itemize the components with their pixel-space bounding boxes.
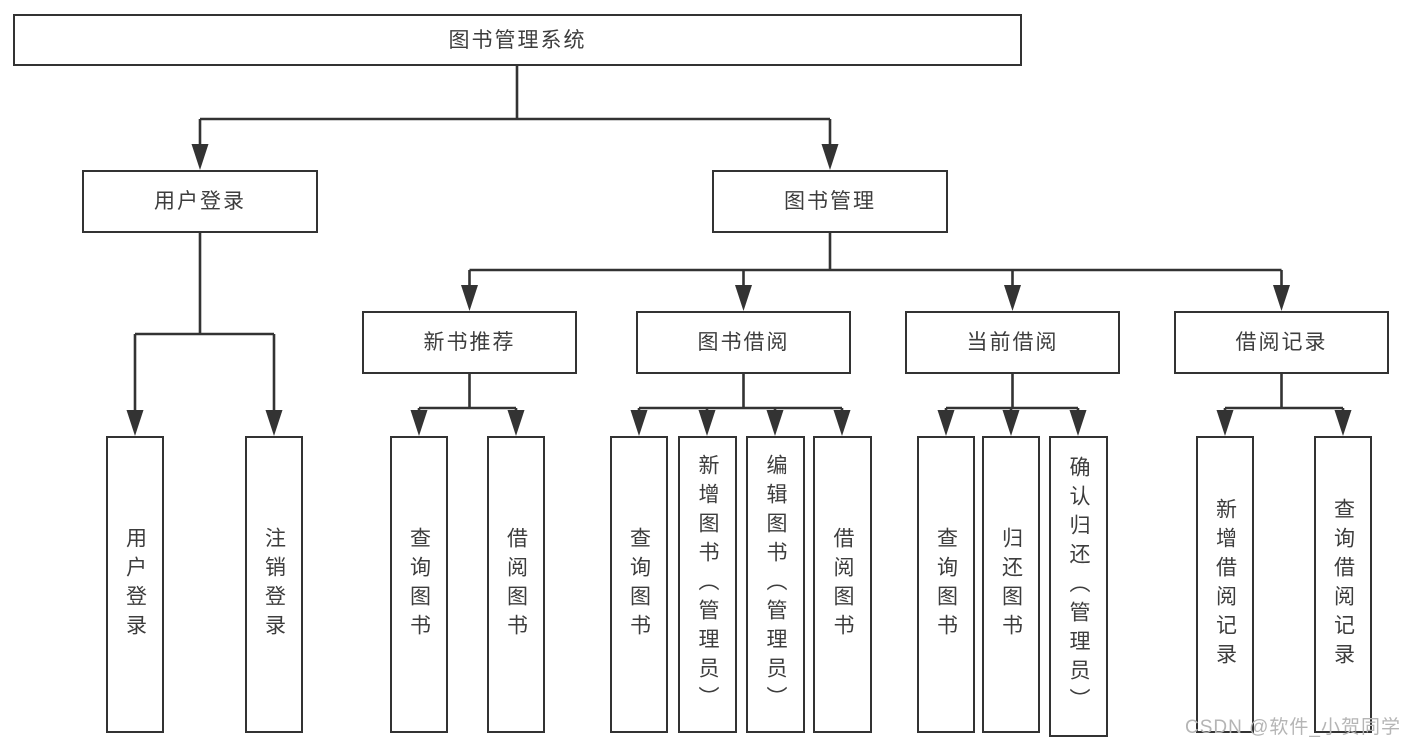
node-label: 注销登录	[262, 526, 286, 643]
arrow-down-icon	[126, 410, 144, 436]
node-borrowing-records: 借阅记录	[1174, 311, 1389, 374]
leaf-current-query-books: 查询图书	[917, 436, 975, 733]
node-label: 图书管理	[784, 190, 876, 213]
arrow-down-icon	[507, 410, 525, 436]
node-new-book-recommend: 新书推荐	[362, 311, 577, 374]
arrow-down-icon	[766, 410, 784, 436]
connector-book-mgmt-branch	[468, 233, 1283, 291]
connector-new-book-branch	[417, 374, 518, 416]
node-book-management: 图书管理	[712, 170, 948, 233]
node-label: 用户登录	[123, 526, 147, 643]
node-label: 当前借阅	[966, 331, 1059, 354]
node-book-borrowing: 图书借阅	[636, 311, 851, 374]
arrow-down-icon	[821, 144, 839, 170]
arrow-down-icon	[833, 410, 851, 436]
node-label: 查询借阅记录	[1331, 497, 1355, 672]
node-label: 新增借阅记录	[1213, 497, 1237, 672]
leaf-add-borrow-record: 新增借阅记录	[1196, 436, 1254, 733]
arrow-down-icon	[937, 410, 955, 436]
leaf-logout: 注销登录	[245, 436, 303, 733]
node-label: 图书管理系统	[448, 28, 587, 52]
node-label: 图书借阅	[697, 331, 790, 354]
leaf-newbook-query-books: 查询图书	[390, 436, 448, 733]
leaf-confirm-return-admin: 确认归还（管理员）	[1049, 436, 1108, 737]
node-label: 查询图书	[627, 526, 651, 643]
arrow-down-icon	[1004, 285, 1021, 311]
arrow-down-icon	[410, 410, 428, 436]
connector-user-login-branch	[133, 233, 276, 416]
leaf-newbook-borrow-books: 借阅图书	[487, 436, 545, 733]
node-label: 归还图书	[999, 526, 1023, 643]
node-label: 借阅记录	[1235, 331, 1328, 354]
node-label: 确认归还（管理员）	[1067, 456, 1090, 717]
csdn-watermark: CSDN @软件_小贺同学	[1185, 717, 1401, 738]
arrow-down-icon	[191, 144, 209, 170]
connector-book-borrow-branch	[637, 374, 844, 416]
node-label: 借阅图书	[504, 526, 528, 643]
connector-lines	[133, 66, 1345, 416]
node-current-borrowing: 当前借阅	[905, 311, 1120, 374]
arrow-down-icon	[461, 285, 478, 311]
leaf-return-book: 归还图书	[982, 436, 1040, 733]
node-label: 新增图书（管理员）	[696, 454, 719, 715]
arrow-down-icon	[1334, 410, 1352, 436]
arrow-down-icon	[1069, 410, 1087, 436]
node-label: 借阅图书	[831, 526, 854, 643]
leaf-edit-book-admin: 编辑图书（管理员）	[746, 436, 805, 733]
connector-root-to-level2	[198, 66, 832, 150]
leaf-borrow-book: 借阅图书	[813, 436, 872, 733]
node-label: 新书推荐	[423, 331, 516, 354]
leaf-query-borrow-record: 查询借阅记录	[1314, 436, 1372, 733]
connector-borrow-records-branch	[1223, 374, 1345, 416]
node-label: 查询图书	[407, 526, 431, 643]
arrow-down-icon	[1273, 285, 1290, 311]
arrow-down-icon	[265, 410, 283, 436]
connector-current-borrow-branch	[944, 374, 1080, 416]
arrow-down-icon	[630, 410, 648, 436]
node-root-library-system: 图书管理系统	[13, 14, 1022, 66]
arrowheads	[126, 144, 1352, 436]
leaf-user-login: 用户登录	[106, 436, 164, 733]
arrow-down-icon	[1002, 410, 1020, 436]
leaf-add-book-admin: 新增图书（管理员）	[678, 436, 737, 733]
arrow-down-icon	[735, 285, 752, 311]
leaf-borrow-query-books: 查询图书	[610, 436, 668, 733]
arrow-down-icon	[698, 410, 716, 436]
arrow-down-icon	[1216, 410, 1234, 436]
node-label: 编辑图书（管理员）	[764, 454, 787, 715]
node-user-login: 用户登录	[82, 170, 318, 233]
node-label: 用户登录	[154, 190, 246, 213]
node-label: 查询图书	[934, 526, 958, 643]
